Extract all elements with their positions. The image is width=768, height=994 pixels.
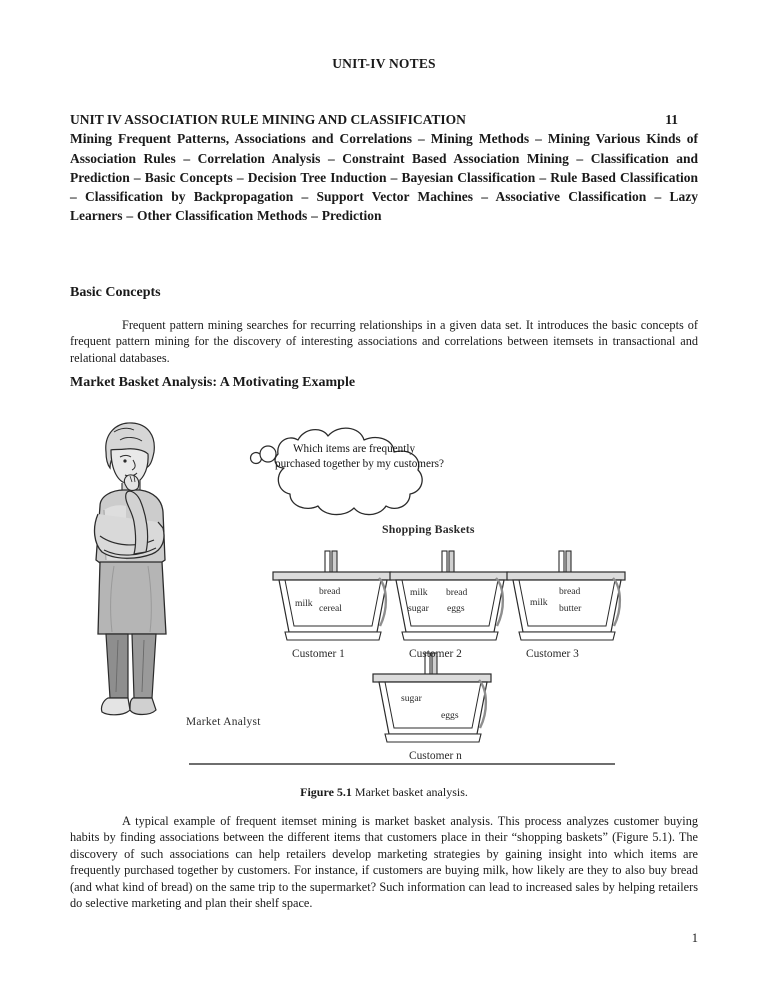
figure-market-basket-analysis: Which items are frequently purchased tog… (70, 410, 698, 800)
unit-title-row: UNIT IV ASSOCIATION RULE MINING AND CLAS… (70, 110, 698, 129)
figure-separator-rule (189, 763, 615, 765)
thought-bubble-line-1: Which items are frequently (292, 443, 416, 455)
section-heading-market-basket: Market Basket Analysis: A Motivating Exa… (70, 375, 356, 390)
paragraph-basic-concepts-text: Frequent pattern mining searches for rec… (70, 318, 698, 365)
unit-topic-list: Mining Frequent Patterns, Associations a… (70, 131, 698, 224)
section-heading-basic-concepts: Basic Concepts (70, 285, 161, 300)
figure-illustration (93, 422, 626, 743)
basket-n-item-sugar: sugar (401, 693, 422, 704)
basket-customer-2 (389, 550, 509, 641)
figure-caption: Figure 5.1 Market basket analysis. (70, 785, 698, 800)
thought-bubble-line-2: purchased together by my customers? (275, 458, 445, 470)
basket-1-item-cereal: cereal (319, 603, 342, 614)
paragraph-market-basket-text: A typical example of frequent itemset mi… (70, 814, 698, 911)
market-analyst-label: Market Analyst (186, 716, 261, 728)
basket-1-item-milk: milk (295, 598, 313, 609)
unit-title: UNIT IV ASSOCIATION RULE MINING AND CLAS… (70, 112, 466, 127)
basket-3-label: Customer 3 (526, 648, 579, 660)
unit-heading-block: UNIT IV ASSOCIATION RULE MINING AND CLAS… (70, 110, 698, 226)
basket-3-item-bread: bread (559, 586, 581, 597)
basket-customer-n (372, 652, 492, 743)
basket-2-label: Customer 2 (409, 648, 462, 660)
figure-caption-label: Figure 5.1 (300, 785, 352, 799)
basket-1-label: Customer 1 (292, 648, 345, 660)
basket-n-label: Customer n (409, 750, 462, 762)
basket-2-item-sugar: sugar (408, 603, 429, 614)
paragraph-market-basket: A typical example of frequent itemset mi… (70, 813, 698, 911)
basket-customer-1 (272, 550, 392, 641)
basket-2-item-milk: milk (410, 587, 428, 598)
paragraph-basic-concepts: Frequent pattern mining searches for rec… (70, 317, 698, 366)
shopping-baskets-title: Shopping Baskets (382, 522, 475, 536)
page-number: 1 (691, 931, 698, 945)
basket-n-item-eggs: eggs (441, 710, 459, 721)
basket-1-item-bread: bread (319, 586, 341, 597)
basket-3-item-butter: butter (559, 603, 582, 614)
document-header: UNIT-IV NOTES (332, 56, 436, 71)
basket-2-item-bread: bread (446, 587, 468, 598)
basket-3-item-milk: milk (530, 597, 548, 608)
thought-bubble-icon (249, 427, 423, 516)
figure-caption-text: Market basket analysis. (354, 785, 468, 799)
market-analyst-illustration (93, 422, 167, 716)
basket-2-item-eggs: eggs (447, 603, 465, 614)
basket-customer-3 (506, 550, 626, 641)
unit-page-reference: 11 (665, 112, 678, 127)
